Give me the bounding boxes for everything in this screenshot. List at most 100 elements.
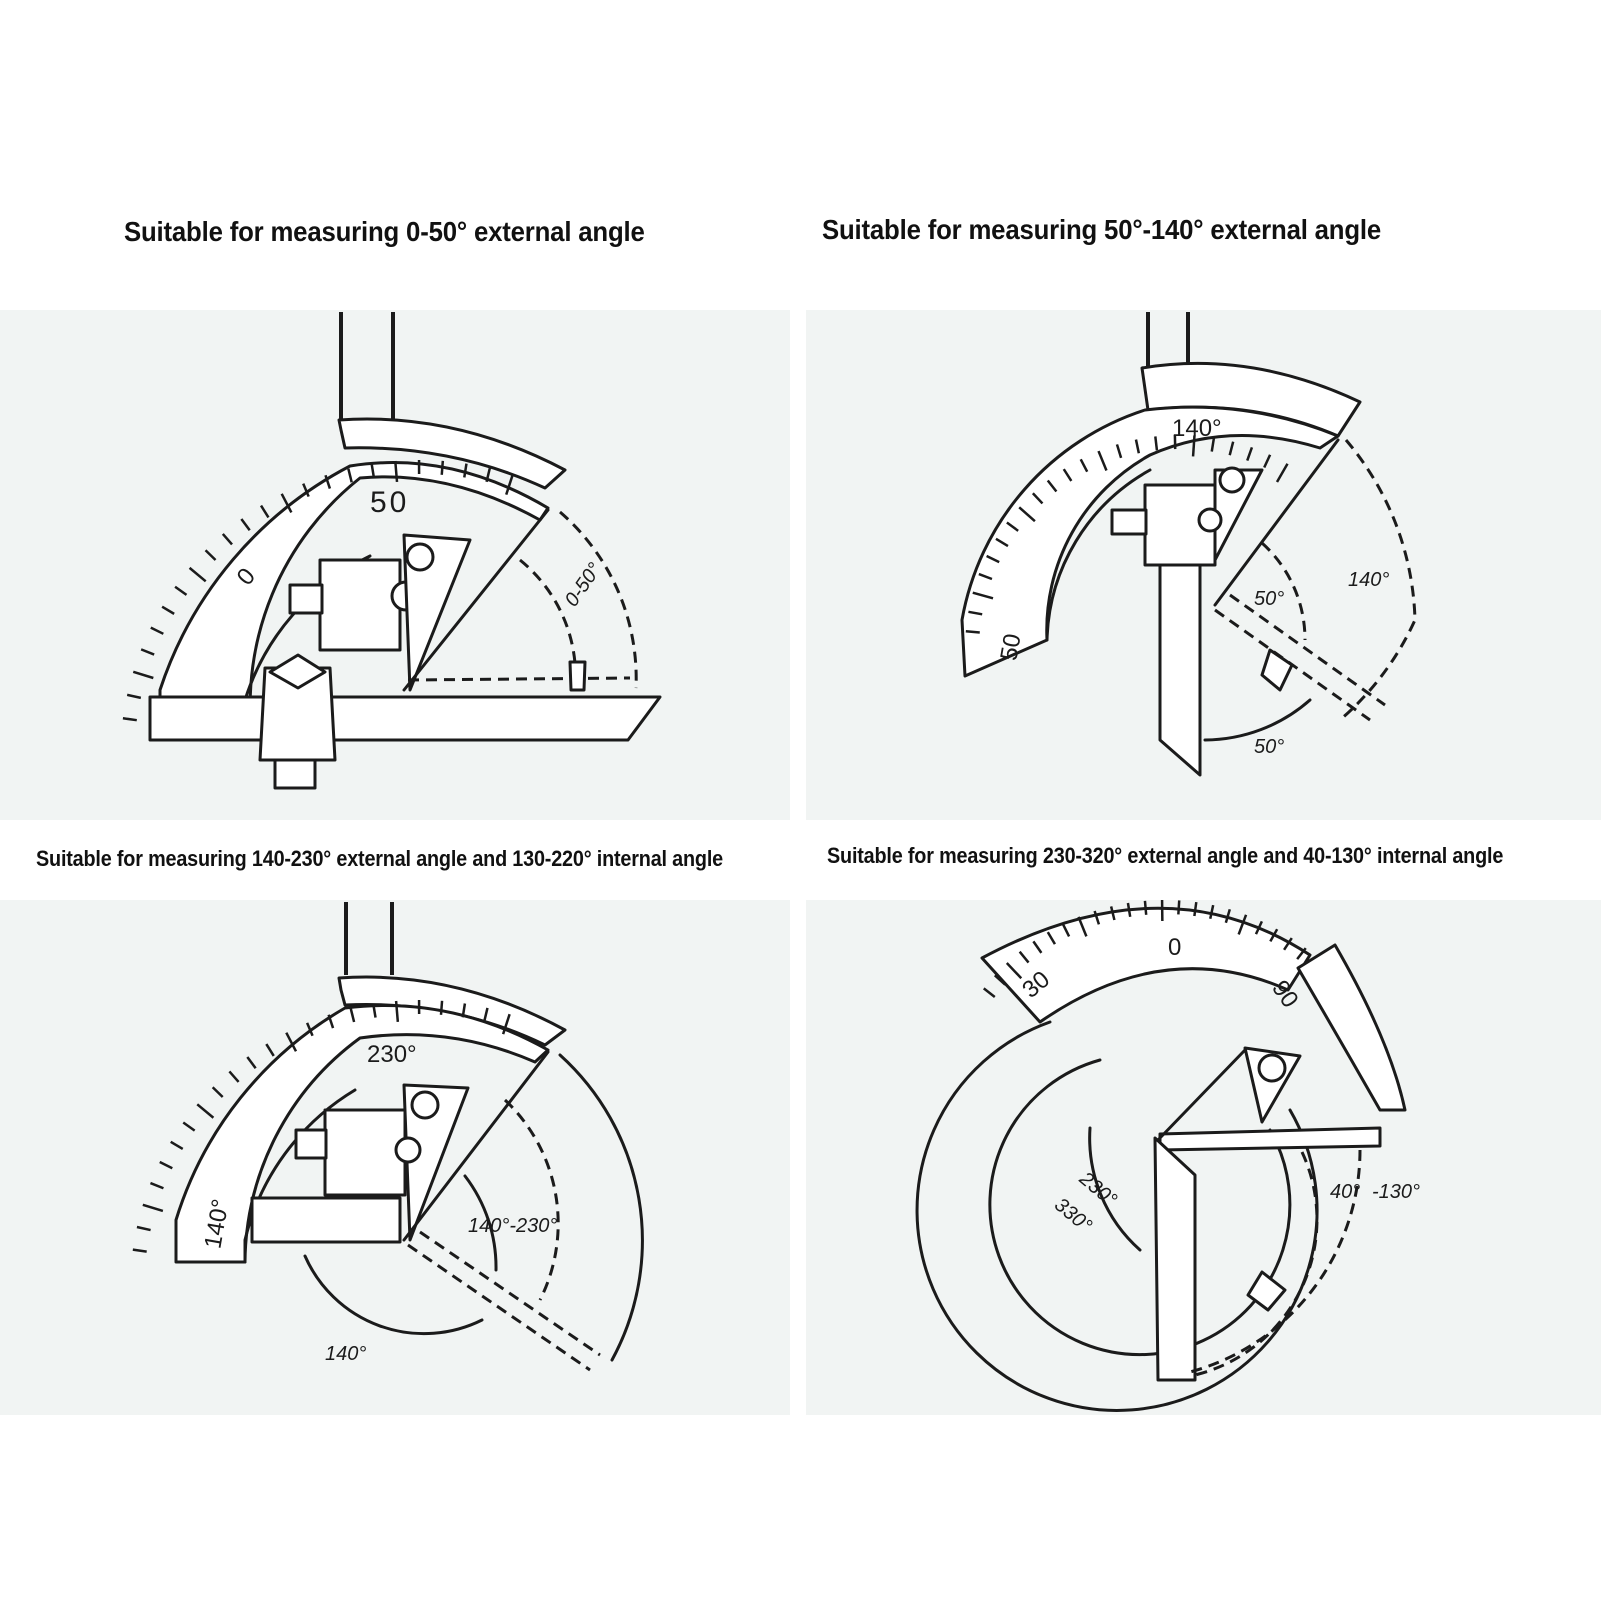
scale-tick — [265, 1043, 275, 1057]
scale-tick — [302, 483, 310, 498]
panel-bottom-right — [806, 900, 1601, 1415]
vertical-ruler-2 — [1158, 563, 1202, 777]
scale-tick — [986, 554, 1000, 564]
diagram-50-140: 140° 50 50° 140° 50° — [960, 312, 1417, 777]
base-knob-1 — [273, 758, 317, 790]
marker-2 — [1260, 648, 1294, 692]
scale-tick — [211, 1086, 224, 1098]
scale-sector-3 — [174, 1004, 550, 1264]
scale-tick — [1224, 908, 1231, 924]
scale-tick — [1143, 900, 1148, 915]
scale-tick — [188, 566, 207, 583]
scale-ticks-1 — [122, 459, 514, 722]
blade-edge-4 — [1156, 1048, 1247, 1142]
dashed-arc-4 — [1194, 1151, 1319, 1377]
scale-tick — [349, 1008, 356, 1023]
diagram-230-320: 30 0 90 230° 330° 40° -130° — [915, 900, 1420, 1412]
scale-tick — [968, 610, 983, 616]
scale-tick — [372, 1003, 377, 1018]
scale-tick — [142, 1203, 164, 1213]
caption-50-140-external: Suitable for measuring 50°-140° external… — [822, 214, 1382, 245]
triangle-square-1 — [402, 533, 472, 692]
scale-tick — [126, 693, 142, 700]
scale-tick — [150, 626, 164, 635]
scale-tick — [993, 974, 1007, 986]
bottom-arc-2 — [1203, 698, 1312, 742]
clamp-screw-2 — [1197, 507, 1223, 533]
clamp-knob-1 — [288, 583, 324, 615]
scale-tick — [327, 1014, 335, 1029]
base-pin-1 — [268, 653, 327, 690]
scale-tick — [1154, 436, 1159, 451]
scale-tick — [1046, 931, 1057, 945]
scale-tick — [1193, 901, 1198, 917]
scale-tick — [221, 533, 233, 546]
label-140-top: 140° — [1172, 415, 1222, 442]
scale-tick — [228, 1070, 240, 1083]
label-330-4: 330° — [1050, 1194, 1096, 1237]
caption-140-230-external: Suitable for measuring 140-230° external… — [36, 846, 723, 871]
scale-tick — [324, 474, 332, 489]
scale-tick — [995, 537, 1009, 548]
label-50-1: 50 — [370, 486, 409, 519]
scale-tick — [440, 460, 445, 475]
bottom-arc-3 — [303, 1254, 484, 1336]
base-block-3 — [250, 1196, 402, 1244]
diagram-0-50: 50 0 0-50° — [122, 312, 662, 790]
scale-tick — [1283, 937, 1293, 951]
scale-tick — [1032, 940, 1043, 954]
label-140-230: 140°-230° — [468, 1215, 557, 1237]
label-230-top: 230° — [367, 1041, 417, 1068]
scale-tick — [1005, 962, 1023, 980]
scale-tick — [246, 1056, 257, 1070]
dashed-arc-1 — [559, 510, 638, 689]
scale-tick — [463, 463, 468, 478]
scale-tick — [485, 467, 492, 483]
inner-range-arc-3 — [463, 1174, 498, 1272]
label-0: 0 — [1168, 934, 1181, 961]
blade-edge-2 — [1213, 438, 1340, 607]
scale-tick — [174, 585, 188, 596]
clamp-knob-2 — [1110, 508, 1148, 536]
scale-tick — [982, 987, 996, 999]
blade-3 — [344, 902, 394, 975]
scale-tick — [1109, 906, 1116, 921]
vernier-1 — [337, 417, 567, 490]
scale-ticks-2 — [965, 435, 1289, 634]
base-ruler-1 — [148, 695, 662, 742]
label-140-bottom: 140° — [325, 1343, 366, 1365]
label-50-side: 50 — [995, 632, 1026, 663]
scale-tick — [161, 605, 175, 615]
scale-tick — [122, 717, 137, 722]
label-40-4: 40° — [1330, 1181, 1360, 1203]
scale-tick — [170, 1140, 184, 1151]
scale-sector-4 — [980, 906, 1312, 1024]
scale-tick — [394, 460, 399, 483]
scale-tick — [1093, 910, 1101, 925]
scale-tick — [1191, 435, 1196, 457]
inner-arc-3 — [243, 1088, 357, 1264]
scale-tick — [370, 463, 376, 478]
dashed-arc-2-outer — [1339, 439, 1417, 722]
scale-tick — [505, 474, 514, 496]
scale-tick — [1210, 437, 1216, 452]
scale-tick — [1097, 450, 1108, 471]
scale-tick — [1046, 479, 1058, 493]
scale-ticks-3 — [132, 999, 511, 1253]
scale-tick — [1254, 920, 1264, 935]
scale-tick — [439, 1000, 444, 1015]
blade-2 — [1146, 312, 1190, 370]
scale-tick — [1006, 521, 1019, 532]
blade-1 — [339, 312, 395, 420]
outer-arc-3 — [558, 1053, 644, 1362]
left-arc-4 — [1088, 1126, 1142, 1252]
scale-tick — [972, 591, 994, 600]
vernier-4 — [1296, 943, 1407, 1112]
scale-tick — [461, 1003, 467, 1018]
label-130-4: -130° — [1372, 1181, 1420, 1203]
diagram-140-230: 230° 140° 140°-230° 140° — [132, 902, 644, 1372]
horizontal-ruler-4 — [1158, 1126, 1382, 1152]
scale-sector-2 — [960, 405, 1340, 678]
